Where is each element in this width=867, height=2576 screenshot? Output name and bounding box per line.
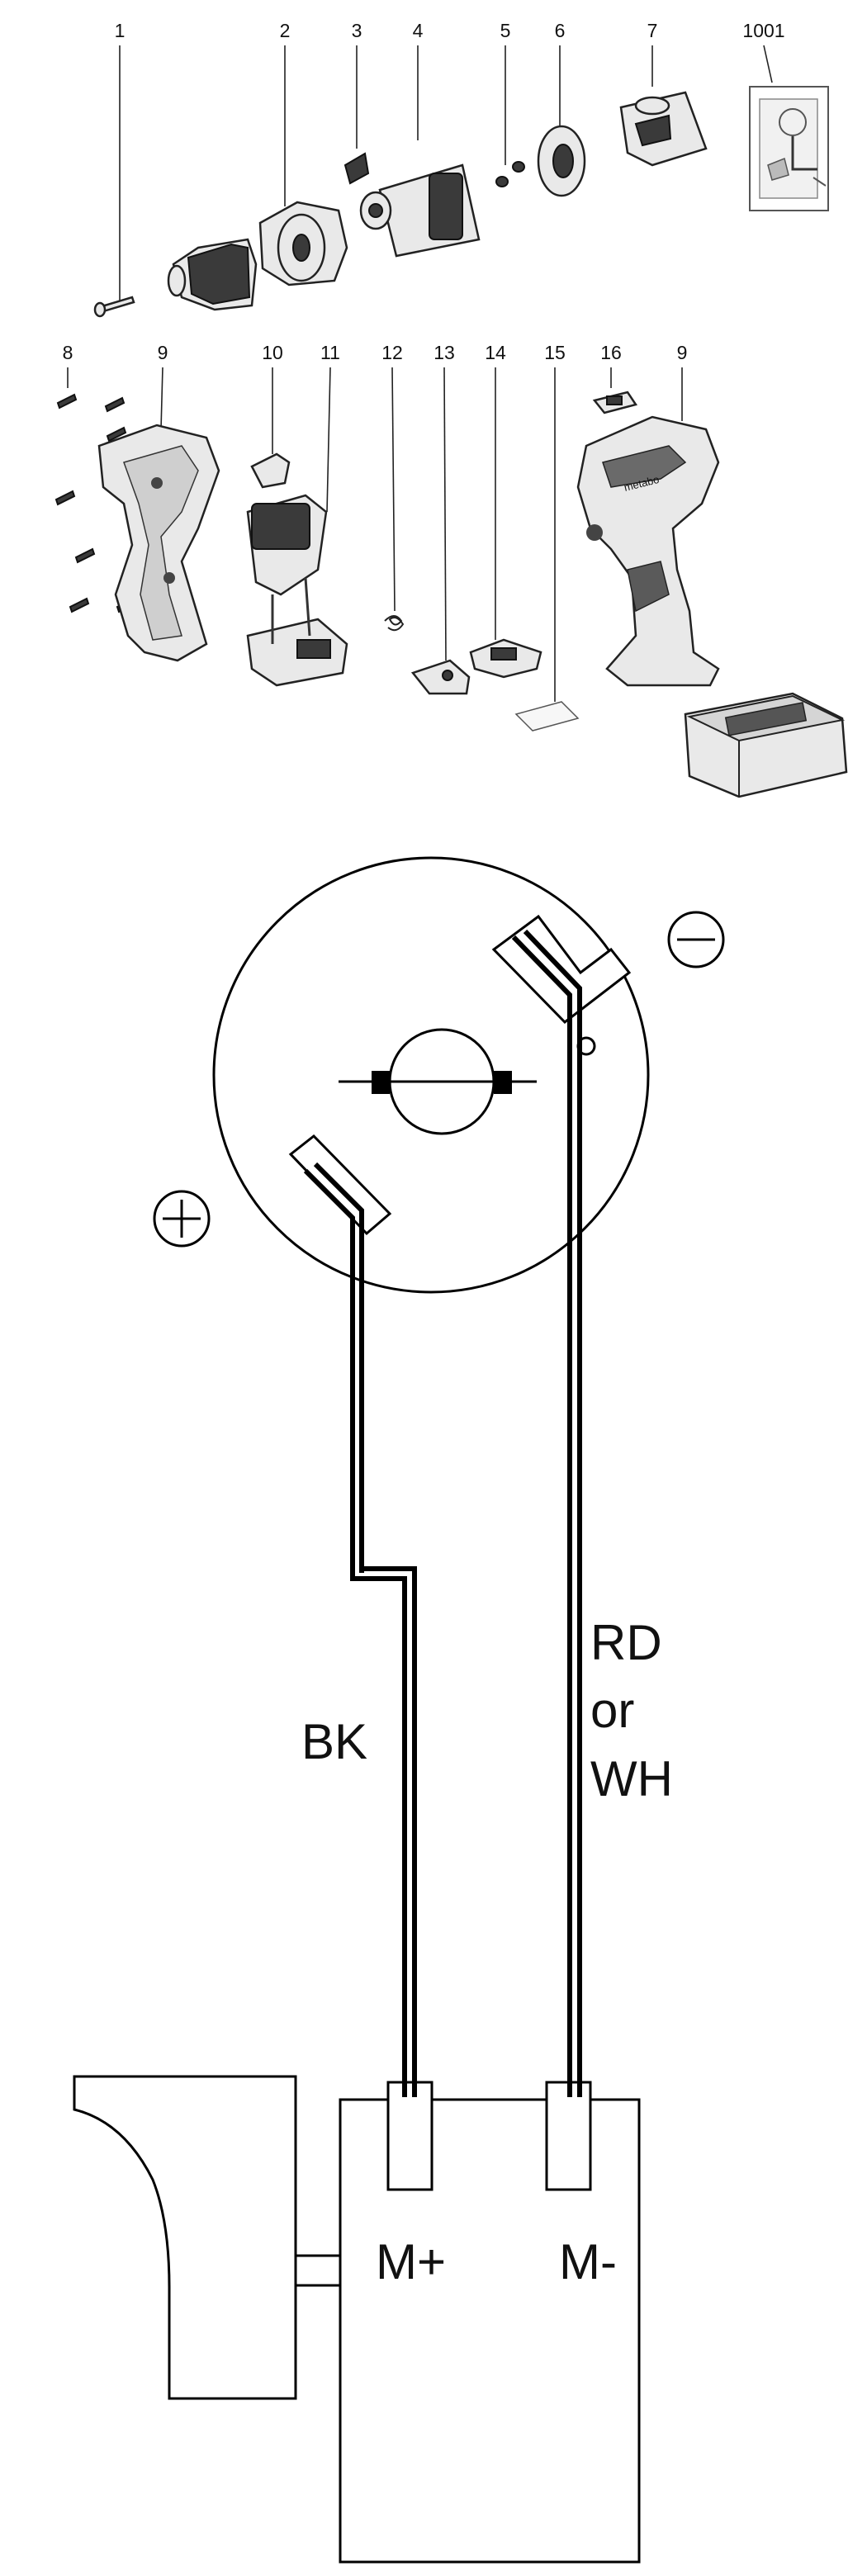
wire-red-or-white <box>567 1437 582 2093</box>
part-1-screw <box>93 296 135 318</box>
label-part-4: 4 <box>413 20 424 41</box>
terminal-plus <box>386 2081 434 2191</box>
label-part-9-left: 9 <box>158 342 168 363</box>
plus-brush-holder <box>288 1134 392 1573</box>
label-part-10: 10 <box>262 342 283 363</box>
part-11-switch <box>246 494 348 687</box>
trigger <box>73 2075 340 2400</box>
label-part-11: 11 <box>320 342 340 363</box>
label-wh: WH <box>590 1751 673 1807</box>
label-part-14: 14 <box>485 342 506 363</box>
label-or: or <box>590 1683 634 1738</box>
part-9-housing-left <box>97 424 220 662</box>
top-row-leaders <box>119 45 773 301</box>
label-part-9-right: 9 <box>677 342 688 363</box>
part-4-gear-spindle <box>359 163 481 258</box>
minus-symbol <box>667 911 725 968</box>
label-rd: RD <box>590 1615 662 1670</box>
part-5-screws <box>495 161 525 187</box>
part-2-chuck <box>167 201 348 311</box>
label-part-8: 8 <box>63 342 73 363</box>
motor-endshield-circle <box>212 856 650 1294</box>
part-7-motor <box>619 91 708 167</box>
label-part-2: 2 <box>280 20 291 41</box>
middle-row-leaders <box>67 367 683 702</box>
label-part-15: 15 <box>544 342 566 363</box>
part-3-clip <box>343 152 370 185</box>
part-15-label <box>514 701 580 732</box>
label-part-12: 12 <box>381 342 403 363</box>
switch-box <box>339 2098 641 2564</box>
part-12-spring <box>384 615 405 632</box>
part-16-clip <box>592 391 638 414</box>
label-part-13: 13 <box>434 342 455 363</box>
part-14-led-board <box>469 638 542 679</box>
label-part-16: 16 <box>600 342 622 363</box>
top-row-labels: 1 2 3 4 5 6 7 1001 <box>115 20 785 41</box>
label-part-7: 7 <box>647 20 658 41</box>
part-6-ring <box>537 125 586 197</box>
label-part-6: 6 <box>555 20 566 41</box>
part-9-handle-right: metabo <box>576 415 720 687</box>
part-13-direction-switch <box>410 659 471 695</box>
minus-brush-holder <box>491 914 632 1437</box>
label-m-plus: M+ <box>376 2234 446 2290</box>
terminal-minus <box>545 2081 592 2191</box>
plus-symbol <box>153 1190 211 1248</box>
label-part-5: 5 <box>500 20 511 41</box>
wire-black <box>350 1566 417 2093</box>
label-bk: BK <box>301 1714 367 1769</box>
commutator <box>339 1028 537 1135</box>
label-part-1: 1 <box>115 20 126 41</box>
part-10-trigger-cap <box>250 452 291 489</box>
battery-pack <box>684 692 848 798</box>
label-part-1001: 1001 <box>742 20 784 41</box>
part-1001-reference <box>749 86 829 211</box>
label-part-3: 3 <box>352 20 362 41</box>
label-m-minus: M- <box>559 2234 617 2290</box>
middle-row-labels: 8 9 10 11 12 13 14 15 16 9 <box>63 342 688 363</box>
